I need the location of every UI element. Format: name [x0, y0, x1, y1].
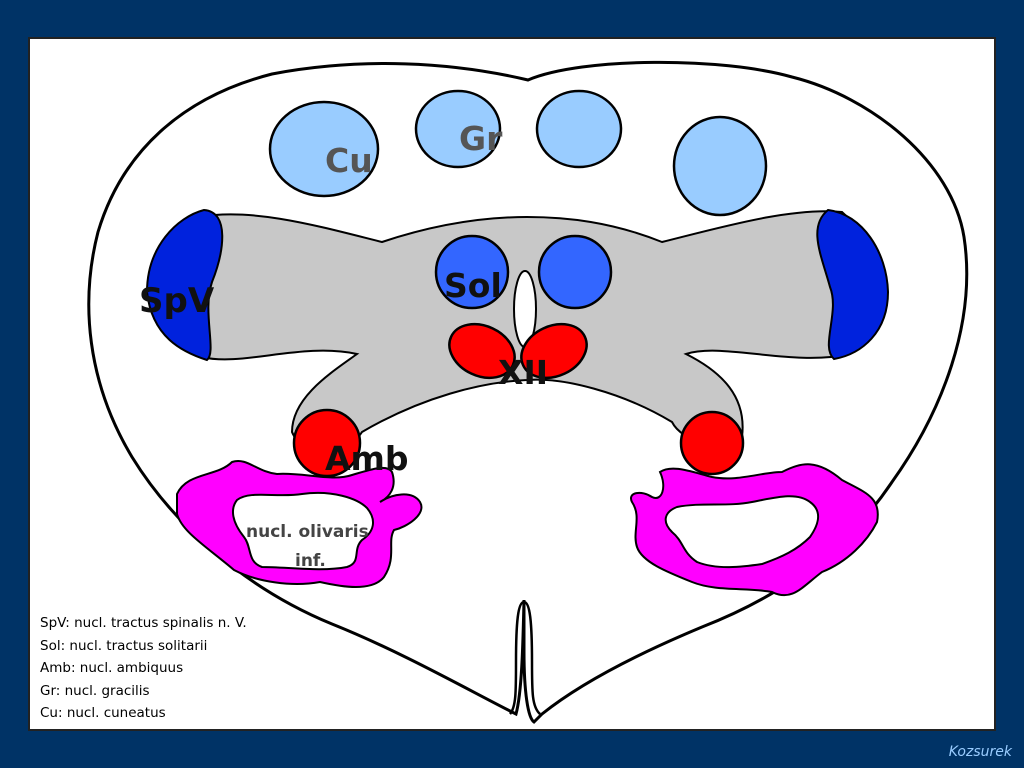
nucleus-amb-left: [292, 408, 362, 478]
label-spv: SpV: [139, 281, 215, 321]
nucleus-gracilis-right: [535, 89, 623, 169]
nucleus-xii-left: [448, 322, 516, 380]
legend-item: Cu: nucl. cuneatus: [40, 705, 166, 721]
nucleus-spv-right: [816, 208, 890, 361]
label-xii: XII: [498, 353, 548, 392]
nucleus-cuneatus-left: [268, 100, 380, 198]
author-credit: Kozsurek: [948, 744, 1012, 760]
label-gr: Gr: [459, 119, 503, 158]
medulla-cross-section-diagram: Cu Gr SpV Sol XII Amb nucl. olivaris inf…: [87, 60, 969, 724]
legend-item: Gr: nucl. gracilis: [40, 682, 150, 699]
label-amb: Amb: [325, 439, 409, 478]
olive-right: [630, 463, 879, 597]
nucleus-amb-right: [679, 410, 745, 476]
slide-panel: Cu Gr SpV Sol XII Amb nucl. olivaris inf…: [28, 37, 996, 731]
label-cu: Cu: [325, 141, 373, 180]
label-sol: Sol: [444, 266, 502, 305]
legend-item: SpV: nucl. tractus spinalis n. V.: [40, 615, 247, 631]
nucleus-spv-left: [145, 208, 224, 362]
label-olive-line1: nucl. olivaris: [246, 522, 369, 542]
nucleus-gracilis-left: [414, 89, 502, 169]
olive-left: [176, 460, 423, 588]
nucleus-cuneatus-right: [672, 115, 768, 217]
legend-item: Amb: nucl. ambiquus: [40, 660, 184, 676]
nucleus-sol-right: [537, 234, 613, 310]
median-fissure: [508, 600, 541, 715]
label-olive-line2: inf.: [295, 551, 326, 571]
legend-item: Sol: nucl. tractus solitarii: [40, 637, 208, 654]
legend: SpV: nucl. tractus spinalis n. V. Sol: n…: [40, 612, 247, 725]
nucleus-xii-right: [520, 322, 588, 380]
nucleus-sol-left: [434, 234, 510, 310]
